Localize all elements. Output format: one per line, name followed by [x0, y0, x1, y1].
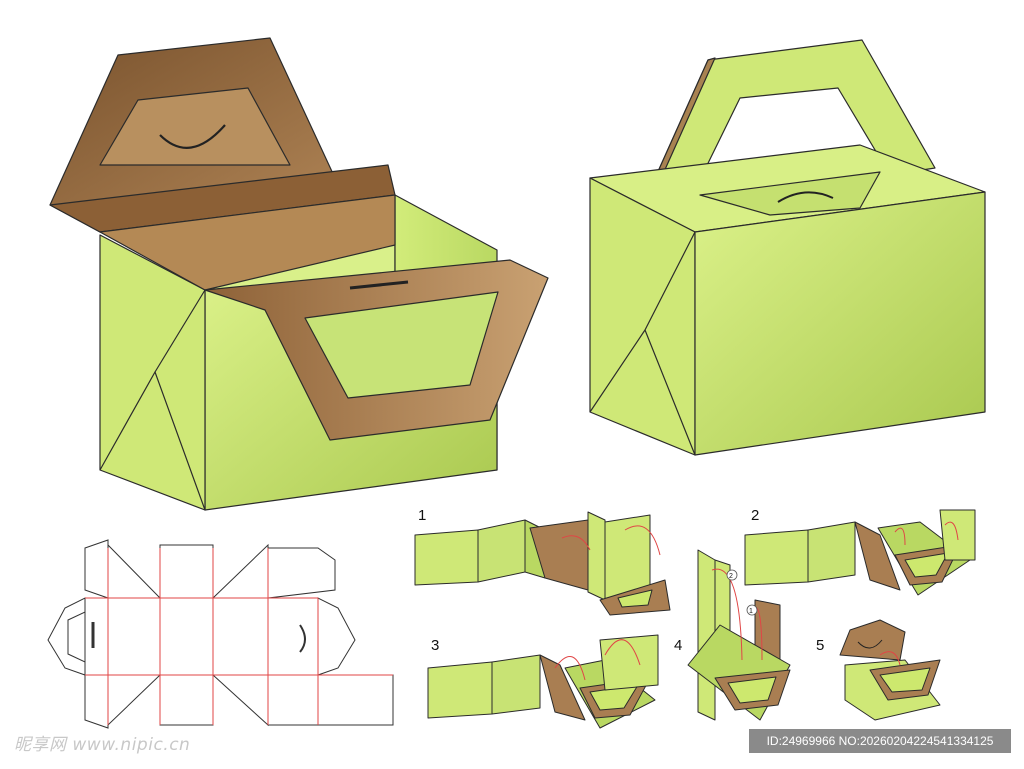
watermark-left: 昵享网 www.nipic.cn — [14, 735, 191, 755]
step-5-illustration — [839, 619, 941, 721]
step-2-illustration — [744, 509, 976, 596]
step-label-1: 1 — [418, 507, 426, 524]
step-label-2: 2 — [751, 507, 759, 524]
step-label-4: 4 — [674, 637, 682, 654]
dieline-template — [47, 539, 394, 729]
step-label-3: 3 — [431, 637, 439, 654]
step-4-illustration — [687, 549, 791, 721]
watermark-right: ID:24969966 NO:20260204224541334125 — [749, 729, 1011, 753]
step-marker-1: 1 — [749, 608, 753, 615]
step-marker-2: 2 — [729, 573, 733, 580]
closed-box-illustration — [589, 39, 986, 456]
step-3-illustration — [427, 634, 659, 729]
step-1-illustration — [414, 511, 671, 616]
open-box-illustration — [49, 37, 549, 511]
step-label-5: 5 — [816, 637, 824, 654]
